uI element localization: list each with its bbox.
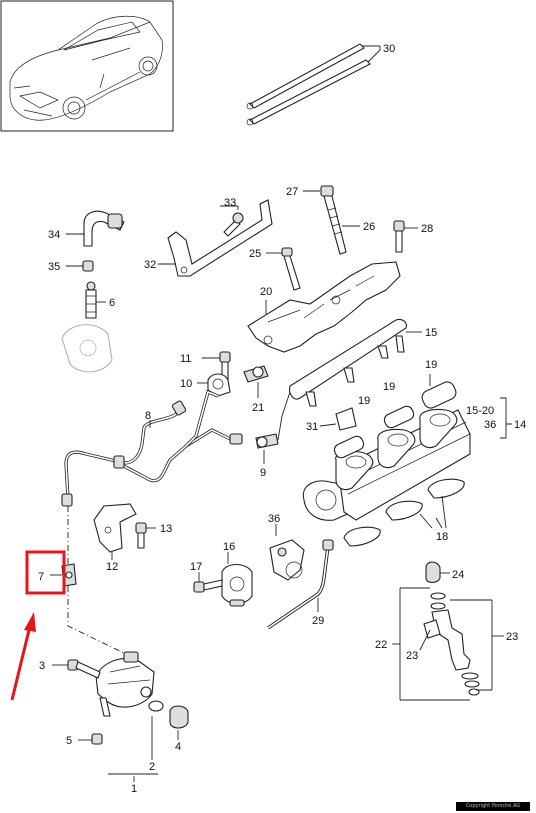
- callout-9: 9: [260, 467, 266, 479]
- part-18-gaskets: [343, 478, 465, 547]
- callout-36a: 36: [484, 419, 496, 431]
- callout-34: 34: [48, 229, 60, 241]
- part-20-support: [247, 261, 401, 353]
- part-12-bracket: [93, 503, 137, 553]
- part-16-valve: [221, 563, 253, 607]
- part-13-bolt: [135, 522, 147, 549]
- callout-21: 21: [252, 402, 264, 414]
- callout-29: 29: [312, 615, 324, 627]
- callout-5: 5: [66, 735, 72, 747]
- part-21-sensor: [243, 365, 269, 383]
- part-17-bolt: [193, 579, 223, 593]
- callout-24: 24: [452, 569, 464, 581]
- callout-2: 2: [149, 761, 155, 773]
- callout-13: 13: [160, 523, 172, 535]
- part-34-hose: [83, 210, 125, 247]
- callout-28: 28: [421, 223, 433, 235]
- highlight-box: [25, 550, 66, 595]
- part-28-bolt: [393, 220, 405, 253]
- callout-19a: 19: [358, 395, 370, 407]
- callout-32: 32: [144, 259, 156, 271]
- callout-17: 17: [190, 561, 202, 573]
- part-15-fuel-rail: [289, 318, 407, 407]
- callout-23a: 23: [506, 631, 518, 643]
- callout-30: 30: [383, 43, 395, 55]
- part-4-seal: [148, 700, 189, 729]
- callout-31: 31: [306, 421, 318, 433]
- callout-36b: 36: [268, 513, 280, 525]
- callout-27: 27: [286, 186, 298, 198]
- part-6-pump-ghost: [61, 324, 113, 373]
- callout-1: 1: [131, 783, 137, 795]
- callout-19c: 19: [425, 359, 437, 371]
- callout-6: 6: [109, 297, 115, 309]
- part-22-injector: [423, 592, 480, 696]
- callout-12: 12: [106, 561, 118, 573]
- part-9-connector: [255, 433, 279, 449]
- vehicle-thumbnail: [0, 0, 174, 132]
- part-26-27-stud: [320, 185, 347, 255]
- part-35-clip: [82, 260, 94, 272]
- callout-20: 20: [260, 286, 272, 298]
- copyright-watermark: Copyright Porsche AG: [456, 802, 530, 811]
- part-25-bolt: [281, 247, 301, 291]
- part-6-valve: [85, 281, 97, 319]
- part-3-bolt: [67, 659, 101, 679]
- callout-14: 14: [514, 419, 526, 431]
- callout-16: 16: [223, 541, 235, 553]
- callout-19b: 19: [383, 381, 395, 393]
- part-36-valve: [269, 539, 305, 581]
- callout-35: 35: [48, 261, 60, 273]
- part-29-hose: [267, 539, 334, 630]
- callout-10: 10: [180, 378, 192, 390]
- callout-33: 33: [224, 197, 236, 209]
- callout-23b: 23: [406, 650, 418, 662]
- callout-8: 8: [145, 410, 151, 422]
- callout-26: 26: [363, 221, 375, 233]
- part-2-high-pressure-pump: [95, 651, 155, 717]
- callout-15-20: 15-20: [466, 405, 494, 417]
- highlight-arrow: [10, 612, 36, 701]
- part-30-straps: [246, 43, 381, 126]
- part-8-fuel-line: [61, 389, 243, 507]
- callout-11: 11: [180, 353, 191, 365]
- part-32-bracket: [167, 199, 273, 277]
- callout-25: 25: [249, 248, 261, 260]
- callout-22: 22: [375, 639, 387, 651]
- callout-3: 3: [39, 660, 45, 672]
- callout-18: 18: [436, 531, 448, 543]
- callout-15: 15: [425, 327, 437, 339]
- part-10-clamp: [207, 373, 231, 397]
- callout-7: 7: [38, 571, 44, 583]
- part-24-cap: [425, 561, 441, 584]
- intake-manifold: [302, 381, 471, 521]
- callout-4: 4: [175, 741, 181, 753]
- part-5-bolt: [91, 733, 103, 745]
